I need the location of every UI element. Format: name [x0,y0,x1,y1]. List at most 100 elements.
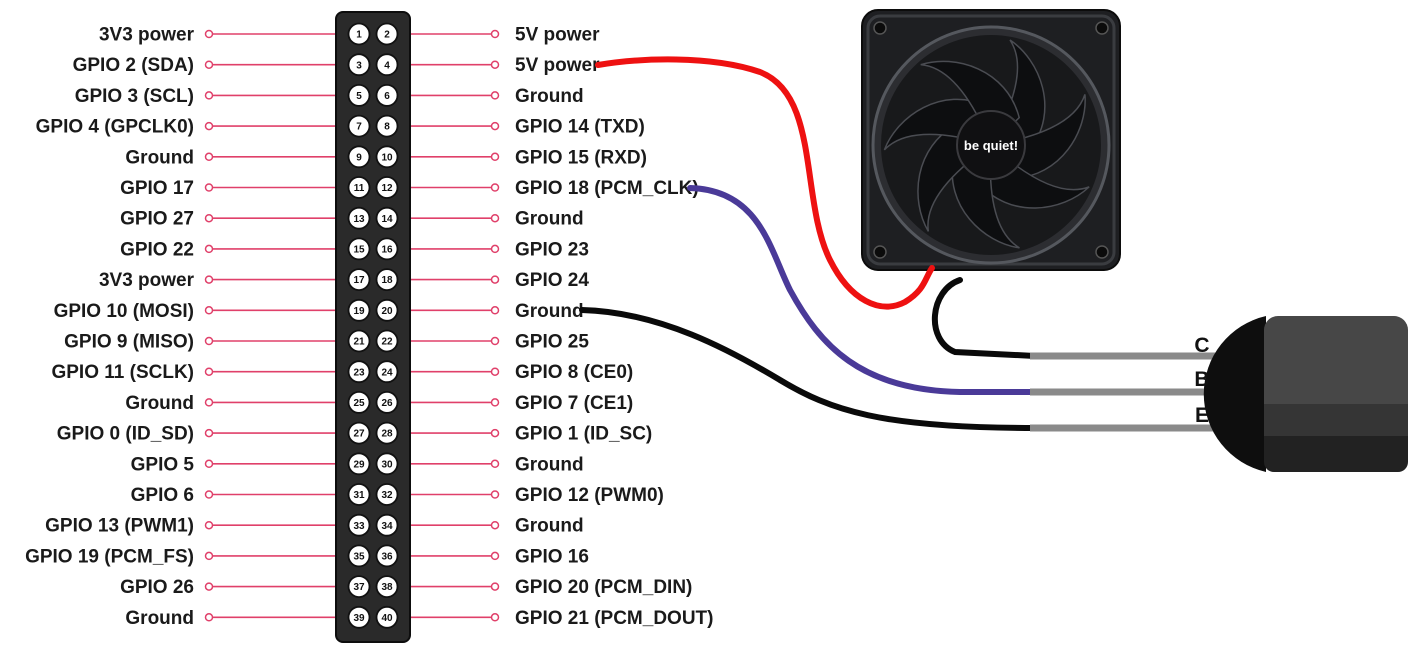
pin-label-right: 5V power [515,25,600,46]
header-pin [347,452,371,476]
terminal-left [204,183,214,192]
header-pin [347,114,371,138]
pin-label-right: Ground [515,454,584,475]
terminal-left [204,490,214,499]
transistor-label-c: C [1194,334,1209,357]
terminal-right [490,213,500,223]
terminal-right [490,152,500,162]
pin-label-left: GPIO 27 [120,209,194,230]
pin-number: 22 [381,337,393,348]
pin-number: 12 [381,183,393,194]
terminal-right [490,183,500,192]
pin-label-left: GPIO 11 (SCLK) [51,362,194,383]
header-pin [375,421,399,445]
pin-label-right: Ground [515,301,584,322]
pin-label-left: GPIO 5 [131,454,195,475]
pin-label-right: GPIO 18 (PCM_CLK) [515,178,699,199]
pin-label-right: GPIO 25 [515,332,589,353]
pin-label-left: 3V3 power [99,270,195,291]
terminal-left [204,121,214,131]
terminal-left [204,398,214,407]
header-pin [347,421,371,445]
pin-label-right: Ground [515,86,584,107]
pin-number: 15 [353,245,365,256]
terminal-left [204,520,214,530]
header-pin [347,329,371,353]
terminal-left [204,551,214,561]
pin-number: 5 [356,91,362,102]
terminal-right [490,244,500,254]
screw-hole [873,21,887,35]
header-pin [347,176,371,199]
pin-number: 36 [381,552,393,563]
pin-label-right: GPIO 24 [515,270,589,291]
pin-label-left: GPIO 3 (SCL) [75,86,194,107]
pin-label-left: GPIO 26 [120,577,194,598]
terminal-left [204,367,214,376]
header-pin [375,452,399,476]
pin-label-right: GPIO 20 (PCM_DIN) [515,577,692,598]
pin-label-left: GPIO 6 [131,485,194,506]
terminal-right [490,551,500,561]
pin-number: 31 [353,490,365,501]
pin-label-left: GPIO 10 (MOSI) [54,301,194,322]
transistor-label-e: E [1195,404,1209,427]
terminal-left [204,613,214,622]
header-pin [347,84,371,107]
header-pin [347,206,371,230]
ground-wire-fan [931,277,1038,359]
pin-number: 6 [384,91,390,102]
terminal-left [204,582,214,591]
screw-hole [1095,245,1109,259]
pin-label-left: 3V3 power [99,25,195,46]
pin-label-right: GPIO 15 (RXD) [515,147,647,168]
pin-number: 16 [381,245,393,256]
terminal-right [490,582,500,591]
header-pin [347,237,371,261]
pin-label-right: GPIO 12 (PWM0) [515,485,664,506]
pin-number: 39 [353,613,365,624]
pin-number: 32 [381,490,393,501]
terminal-left [204,306,214,315]
pin-label-right: 5V power [515,55,600,76]
header-pin [347,298,371,322]
terminal-right [490,520,500,530]
terminal-right [490,306,500,315]
transistor-body-rounded [1203,316,1266,472]
header-pin [375,575,399,598]
pin-number: 3 [356,60,362,71]
header-pin [347,390,371,414]
pin-label-left: Ground [125,393,194,414]
terminal-right [490,367,500,376]
pin-number: 17 [353,275,365,286]
header-pin [347,483,371,506]
header-pin [347,145,371,169]
terminal-left [204,244,214,254]
pin-number: 4 [384,60,390,71]
fan-brand-logo: be quiet! [964,138,1018,153]
pin-label-left: GPIO 22 [120,239,194,260]
pin-label-right: GPIO 14 (TXD) [515,117,645,138]
header-pin [375,605,399,629]
terminal-left [204,29,214,39]
terminal-left [204,60,214,69]
ground-wire-header [579,307,1038,431]
pin-number: 37 [353,582,365,593]
header-pin [347,513,371,537]
pin-label-left: GPIO 4 (GPCLK0) [36,117,194,138]
pin-number: 30 [381,459,393,470]
pin-number: 23 [353,367,365,378]
pin-number: 9 [356,152,362,163]
pin-number: 20 [381,306,393,317]
terminal-right [490,398,500,407]
header-pin [375,513,399,537]
header-pin [347,53,371,77]
terminal-left [204,152,214,162]
terminal-right [490,428,500,438]
cooling-fan: be quiet! [861,9,1121,271]
pin-number: 18 [381,275,393,286]
